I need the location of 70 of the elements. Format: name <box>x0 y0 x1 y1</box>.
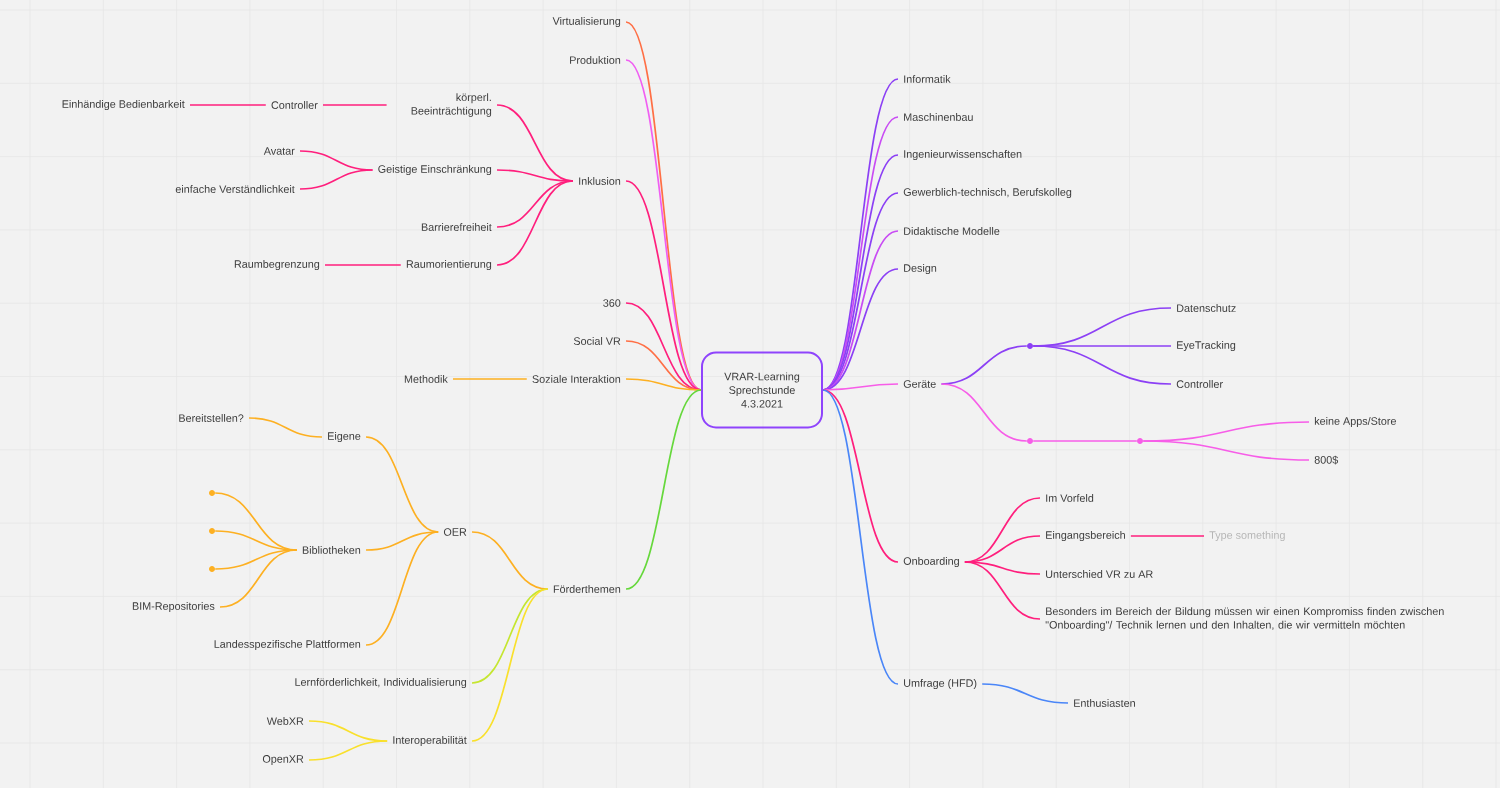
topic-text: Produktion <box>570 56 621 64</box>
topic-text: Informatik <box>904 75 951 83</box>
topic-text: Ingenieurwissenschaften <box>904 149 1022 161</box>
topic-text: OpenXR <box>262 755 304 765</box>
branch-line <box>219 549 298 608</box>
topic-text: Enthusiasten <box>1074 699 1135 707</box>
branch-line <box>822 389 899 563</box>
branch-line <box>299 169 374 190</box>
branch-line <box>471 588 549 742</box>
placeholder-text: Type something <box>1209 530 1285 542</box>
branch-line <box>496 180 574 266</box>
topic-text: Methodik <box>404 375 448 383</box>
topic-text: Geräte <box>903 380 936 388</box>
topic-text: Landesspezifische Plattformen <box>214 639 361 651</box>
branch-line <box>248 417 323 438</box>
topic-text: EyeTracking <box>1177 340 1236 352</box>
branch-line <box>822 389 899 685</box>
topic-text: Eingangsbereich <box>1046 530 1125 542</box>
central-topic-box: VRAR-Learning Sprechstunde 4.3.2021 <box>701 351 823 429</box>
topic-text: Gewerblich-technisch, Berufskolleg <box>903 187 1072 199</box>
branch-line <box>308 740 388 761</box>
topic-text: Virtualisierung <box>552 16 621 28</box>
branch-line <box>981 683 1069 704</box>
topic-text: 360 <box>603 299 621 307</box>
branch-line <box>365 531 440 646</box>
branch-line <box>1032 345 1172 385</box>
topic-text: keine Apps/Store <box>1314 416 1396 428</box>
topic-text: Avatar <box>263 147 295 155</box>
topic-text: Raumorientierung <box>406 259 492 271</box>
topic-text: Onboarding <box>903 556 959 568</box>
topic-text: Controller <box>1176 380 1223 388</box>
topic-text: Didaktische Modelle <box>904 227 1000 235</box>
topic-text: Social VR <box>573 337 621 345</box>
branch-line <box>964 561 1041 620</box>
topic-text: Einhändige Bedienbarkeit <box>62 99 185 111</box>
topic-text: körperl. Beeinträchtigung <box>411 93 492 117</box>
branch-line <box>940 383 1028 442</box>
topic-text: Unterschied VR zu AR <box>1046 570 1153 578</box>
branch-line <box>452 378 528 380</box>
topic-text: OER <box>443 528 467 536</box>
topic-text: Barrierefreiheit <box>421 223 492 231</box>
branch-line <box>1032 440 1138 442</box>
topic-text: Förderthemen <box>553 585 621 593</box>
branch-line <box>189 104 267 106</box>
topic-text: Bereitstellen? <box>179 414 244 422</box>
branch-line <box>324 264 402 266</box>
topic-text: 800$ <box>1314 455 1339 465</box>
branch-line <box>625 389 702 590</box>
topic-text: Inklusion <box>579 177 621 185</box>
topic-text: Eigene <box>328 431 361 443</box>
topic-text: Bibliotheken <box>302 546 361 554</box>
topic-text: Soziale Interaktion <box>532 375 621 383</box>
topic-text: Controller <box>271 101 318 109</box>
topic-text: BIM-Repositories <box>132 602 215 613</box>
topic-text: Lernförderlichkeit, Individualisierung <box>295 678 467 689</box>
branch-line <box>1130 535 1205 537</box>
topic-text: einfache Verständlichkeit <box>175 185 295 193</box>
branch-line <box>322 104 388 106</box>
topic-text: Besonders im Bereich der Bildung müssen wir einen Kompromiss finden zwischen "Onboarding"/ Technik lernen und den Inhalten, die wir vermitteln möchten <box>1045 607 1444 631</box>
topic-text: Im Vorfeld <box>1046 494 1094 502</box>
topic-text: Interoperabilität <box>393 736 467 747</box>
topic-text: Design <box>904 263 937 275</box>
topic-text: Raumbegrenzung <box>234 259 320 271</box>
topic-text: Geistige Einschränkung <box>378 164 492 176</box>
branch-line <box>625 378 702 391</box>
branch-line <box>1142 440 1310 461</box>
topic-text: Umfrage (HFD) <box>904 679 977 690</box>
topic-text: WebXR <box>266 717 304 725</box>
topic-text: Maschinenbau <box>904 113 973 121</box>
topic-text: Datenschutz <box>1177 304 1236 312</box>
